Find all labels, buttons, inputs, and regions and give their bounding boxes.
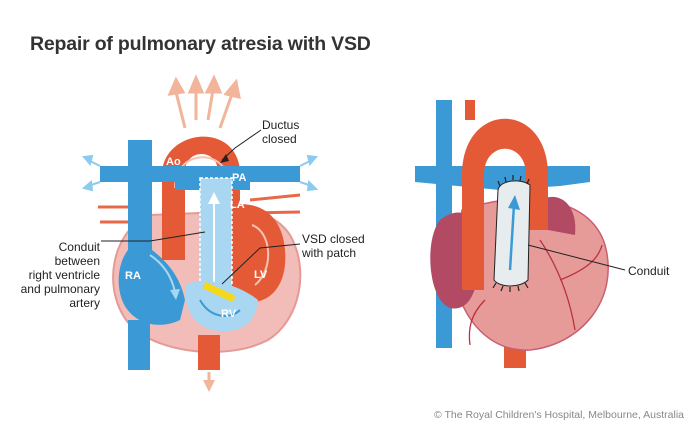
label-ra: RA: [125, 270, 141, 282]
right-ventricle: [184, 280, 258, 332]
label-lv: LV: [254, 269, 268, 281]
page-title: Repair of pulmonary atresia with VSD: [30, 33, 371, 55]
label-pa: PA: [232, 172, 247, 184]
annotation-ductus-closed: Ductus closed: [262, 118, 300, 146]
label-rv: RV: [221, 308, 237, 320]
conduit-left: [199, 177, 233, 301]
label-ao: Ao: [166, 156, 181, 168]
aorta-flow-arrows: [167, 74, 241, 129]
cutaway-heart-diagram: [81, 74, 319, 392]
right-atrium: [118, 140, 185, 325]
vsd-patch: [202, 282, 236, 302]
annotation-vsd-closed: VSD closed with patch: [302, 232, 365, 260]
aorta-external: [462, 118, 548, 290]
left-ventricle: [219, 204, 286, 303]
external-heart-diagram: [415, 100, 626, 368]
annotation-conduit-left: Conduit between right ventricle and pulm…: [20, 240, 100, 310]
label-la: LA: [230, 199, 245, 211]
copyright-credit: © The Royal Children's Hospital, Melbour…: [433, 409, 684, 421]
annotation-conduit-right: Conduit: [628, 264, 670, 278]
